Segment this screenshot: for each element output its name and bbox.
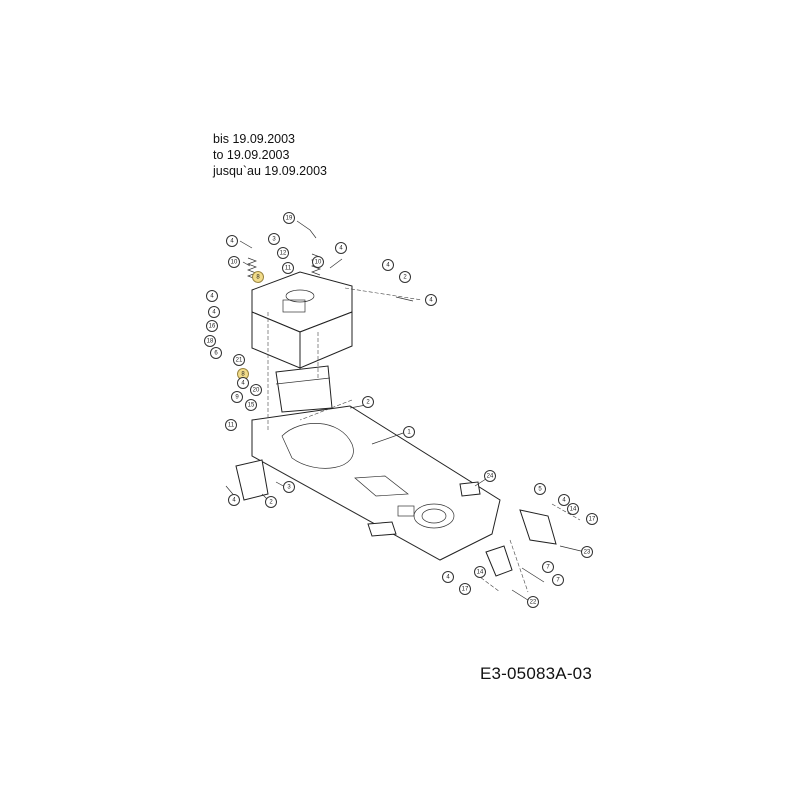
main-frame [251,405,501,561]
callout-10: 10 [312,256,324,268]
callout-7: 7 [552,574,564,586]
callout-label: 4 [429,298,433,304]
callout-22: 22 [527,596,539,608]
left-spring [247,257,257,280]
callout-label: 4 [212,310,216,316]
callout-label: 10 [315,260,322,266]
callout-17: 17 [586,513,598,525]
callout-3: 3 [268,233,280,245]
callout-label: 7 [556,578,560,584]
left-bracket [235,459,269,501]
callout-label: 20 [253,388,260,394]
callout-label: 11 [285,266,292,272]
callout-2: 2 [265,496,277,508]
callout-16: 16 [206,320,218,332]
callout-label: 17 [589,517,596,523]
dash-housing [251,271,353,369]
callout-label: 4 [230,239,234,245]
callout-label: 21 [236,358,243,364]
callout-label: 2 [269,500,273,506]
callout-20: 20 [250,384,262,396]
callout-3: 3 [283,481,295,493]
callout-label: 4 [232,498,236,504]
callout-label: 10 [231,260,238,266]
callout-label: 9 [235,395,239,401]
pedal-bracket [485,545,513,577]
callout-label: 12 [280,251,287,257]
callout-14: 14 [567,503,579,515]
callout-1: 1 [403,426,415,438]
callout-label: 8 [241,372,245,378]
callout-label: 15 [248,403,255,409]
caption-line-en: to 19.09.2003 [213,148,290,162]
callout-19: 19 [283,212,295,224]
callout-label: 22 [530,600,537,606]
caption-line-de: bis 19.09.2003 [213,132,296,146]
callout-label: 8 [256,275,260,281]
callout-label: 14 [477,570,484,576]
callout-4: 4 [442,571,454,583]
callout-8: 8 [237,368,249,380]
callout-12: 12 [277,247,289,259]
callout-6: 6 [210,347,222,359]
right-bracket [519,509,557,545]
callout-label: 14 [570,507,577,513]
callout-4: 4 [208,306,220,318]
callout-label: 11 [228,423,235,429]
callout-label: 19 [286,216,293,222]
callout-4: 4 [237,377,249,389]
callout-4: 4 [335,242,347,254]
assembly-lines [267,287,581,593]
callout-label: 1 [407,430,411,436]
callout-label: 3 [287,485,291,491]
callout-label: 3 [272,237,276,243]
callout-label: 17 [462,587,469,593]
callout-label: 24 [487,474,494,480]
date-caption: bis 19.09.2003 to 19.09.2003 jusqu`au 19… [213,131,327,179]
callout-label: 4 [241,381,245,387]
callout-17: 17 [459,583,471,595]
callout-label: 4 [339,246,343,252]
callout-5: 5 [534,483,546,495]
callout-label: 4 [386,263,390,269]
callout-label: 16 [209,324,216,330]
callout-2: 2 [399,271,411,283]
callout-7: 7 [542,561,554,573]
callout-18: 18 [204,335,216,347]
callout-label: 23 [584,550,591,556]
callout-4: 4 [425,294,437,306]
rear-foot [459,481,481,497]
caption-line-fr: jusqu`au 19.09.2003 [213,164,327,178]
callout-4: 4 [382,259,394,271]
callout-label: 4 [210,294,214,300]
callout-14: 14 [474,566,486,578]
callout-label: 2 [366,400,370,406]
callout-21: 21 [233,354,245,366]
front-foot [367,521,397,537]
callout-11: 11 [225,419,237,431]
callout-label: 2 [403,275,407,281]
callout-23: 23 [581,546,593,558]
callout-15: 15 [245,399,257,411]
callout-label: 5 [538,487,542,493]
callout-10: 10 [228,256,240,268]
callout-4: 4 [558,494,570,506]
callout-label: 7 [546,565,550,571]
callout-label: 4 [562,498,566,504]
callout-2: 2 [362,396,374,408]
callout-9: 9 [231,391,243,403]
callout-11: 11 [282,262,294,274]
callout-label: 6 [214,351,218,357]
callout-label: 4 [446,575,450,581]
callout-24: 24 [484,470,496,482]
support-plate [275,365,333,413]
callout-4: 4 [206,290,218,302]
callout-label: 18 [207,339,214,345]
drawing-code: E3-05083A-03 [479,664,592,683]
callout-8: 8 [252,271,264,283]
callout-4: 4 [228,494,240,506]
callout-4: 4 [226,235,238,247]
